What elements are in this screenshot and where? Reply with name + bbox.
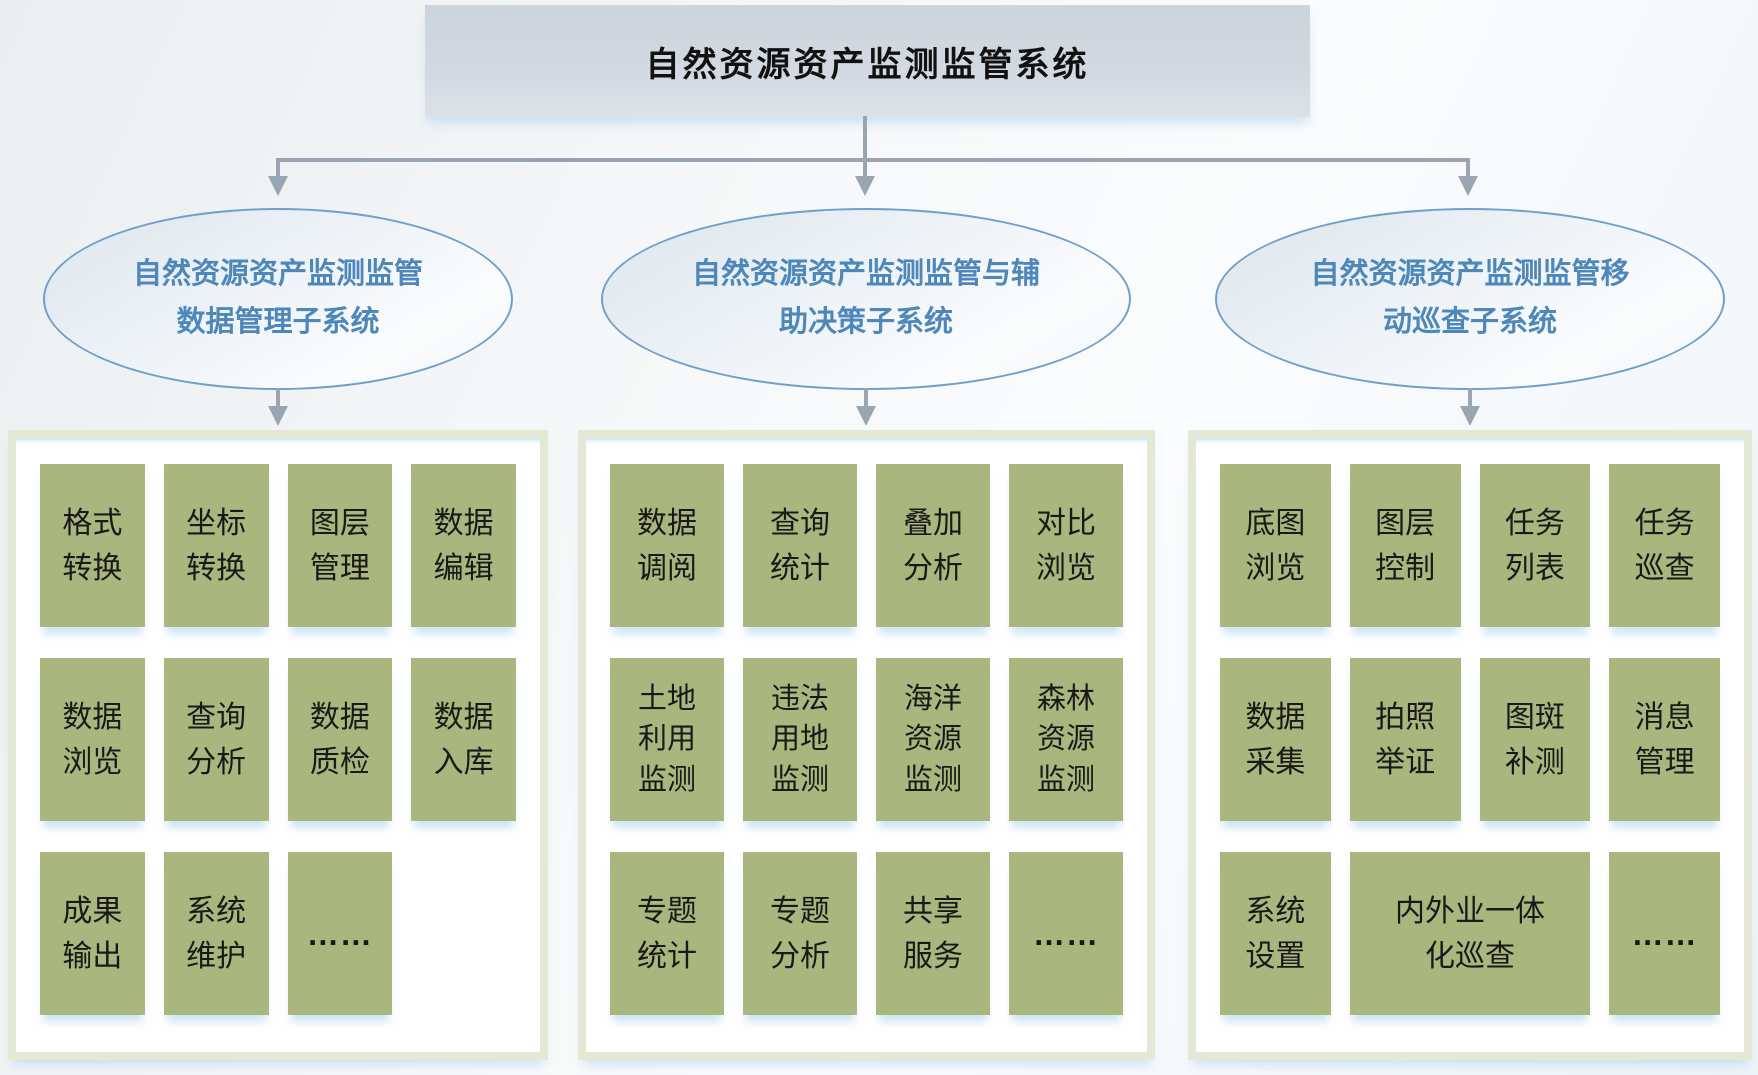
module-box-patch-survey: 图斑 补测 <box>1479 658 1591 821</box>
module-box-system-maintenance: 系统 维护 <box>163 852 269 1015</box>
module-box-task-list: 任务 列表 <box>1479 464 1591 627</box>
module-box-task-inspection: 任务 巡查 <box>1609 464 1720 627</box>
module-box-land-use-monitoring: 土地 利用 监测 <box>610 658 724 821</box>
module-box-compare-browse: 对比 浏览 <box>1009 464 1123 627</box>
connector-root-stem <box>863 116 867 160</box>
module-box-data-collection: 数据 采集 <box>1220 658 1331 821</box>
connector-ellipse3-stem <box>1468 388 1472 408</box>
connector-ellipse2-stem <box>864 388 868 408</box>
module-box-ellipsis: …… <box>287 852 393 1015</box>
subsystem-ellipse-mobile-inspection: 自然资源资产监测监管移 动巡查子系统 <box>1215 208 1725 390</box>
module-box-ellipsis: …… <box>1609 852 1720 1015</box>
module-box-coordinate-conversion: 坐标 转换 <box>163 464 269 627</box>
arrow-down-icon <box>1458 176 1478 196</box>
module-box-query-statistics: 查询 统计 <box>743 464 857 627</box>
subsystem-ellipse-decision-support: 自然资源资产监测监管与辅 助决策子系统 <box>601 208 1131 390</box>
panel-mobile-inspection: 底图 浏览 图层 控制 任务 列表 任务 巡查 数据 采集 拍照 举证 图斑 补… <box>1188 430 1752 1060</box>
module-box-illegal-land-monitoring: 违法 用地 监测 <box>743 658 857 821</box>
module-box-thematic-analysis: 专题 分析 <box>743 852 857 1015</box>
module-box-query-analysis: 查询 分析 <box>163 658 269 821</box>
module-box-result-output: 成果 输出 <box>40 852 145 1015</box>
module-box-overlay-analysis: 叠加 分析 <box>876 464 990 627</box>
connector-branch-line <box>276 158 1470 162</box>
module-box-message-management: 消息 管理 <box>1609 658 1720 821</box>
module-box-data-browse: 数据 浏览 <box>40 658 145 821</box>
connector-right-stem <box>1466 158 1470 178</box>
subsystem-ellipse-data-management: 自然资源资产监测监管 数据管理子系统 <box>43 208 513 390</box>
module-box-marine-resource-monitoring: 海洋 资源 监测 <box>876 658 990 821</box>
root-system-box: 自然资源资产监测监管系统 <box>425 5 1310 117</box>
module-box-system-settings: 系统 设置 <box>1220 852 1331 1015</box>
module-box-layer-control: 图层 控制 <box>1349 464 1461 627</box>
arrow-down-icon <box>856 406 876 426</box>
module-box-integrated-field-office-inspection: 内外业一体 化巡查 <box>1349 852 1591 1015</box>
arrow-down-icon <box>1460 406 1480 426</box>
panel-data-management: 格式 转换 坐标 转换 图层 管理 数据 编辑 数据 浏览 查询 分析 数据 质… <box>8 430 548 1060</box>
arrow-down-icon <box>268 176 288 196</box>
module-box-data-editing: 数据 编辑 <box>411 464 516 627</box>
module-box-photo-evidence: 拍照 举证 <box>1349 658 1461 821</box>
module-box-data-retrieval: 数据 调阅 <box>610 464 724 627</box>
module-box-basemap-browse: 底图 浏览 <box>1220 464 1331 627</box>
module-box-format-conversion: 格式 转换 <box>40 464 145 627</box>
module-box-layer-management: 图层 管理 <box>287 464 393 627</box>
connector-ellipse1-stem <box>276 388 280 408</box>
arrow-down-icon <box>855 176 875 196</box>
panel-decision-support: 数据 调阅 查询 统计 叠加 分析 对比 浏览 土地 利用 监测 违法 用地 监… <box>578 430 1155 1060</box>
connector-mid-stem <box>863 158 867 178</box>
module-box-shared-services: 共享 服务 <box>876 852 990 1015</box>
module-box-ellipsis: …… <box>1009 852 1123 1015</box>
module-box-data-import: 数据 入库 <box>411 658 516 821</box>
module-box-data-qc: 数据 质检 <box>287 658 393 821</box>
module-box-forest-resource-monitoring: 森林 资源 监测 <box>1009 658 1123 821</box>
arrow-down-icon <box>268 406 288 426</box>
connector-left-stem <box>276 158 280 178</box>
module-box-thematic-statistics: 专题 统计 <box>610 852 724 1015</box>
